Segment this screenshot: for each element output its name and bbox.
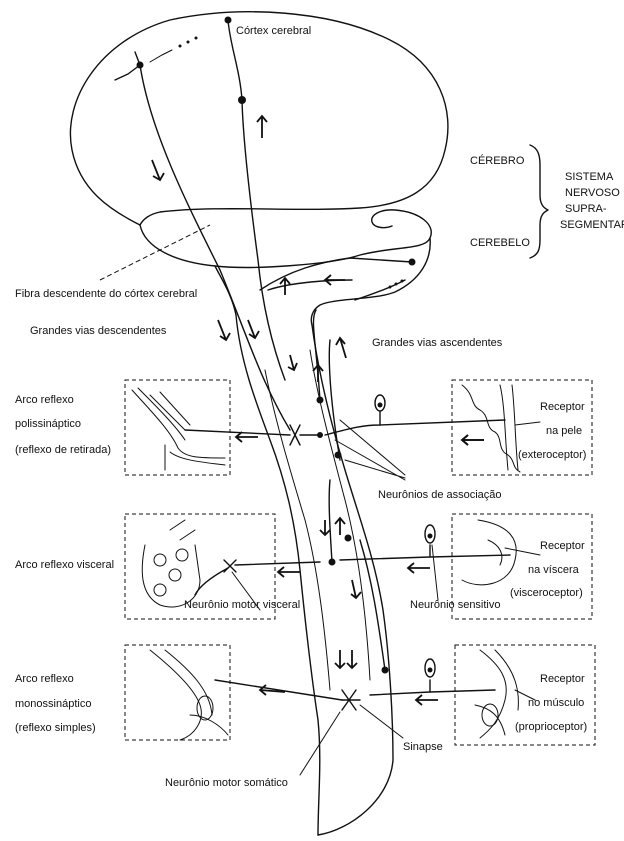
- labels: Córtex cerebral CÉREBRO CEREBELO SISTEMA…: [15, 25, 624, 789]
- label-receptor1-l3: (exteroceptor): [518, 449, 586, 461]
- label-receptor3-l2: no músculo: [528, 697, 584, 709]
- label-motor-visceral: Neurônio motor visceral: [184, 599, 300, 611]
- label-sistema-4: SEGMENTAR: [560, 219, 624, 231]
- label-motor-somatico: Neurônio motor somático: [165, 777, 288, 789]
- label-arco1-l2: polissináptico: [15, 418, 81, 430]
- label-receptor1-l1: Receptor: [540, 401, 585, 413]
- cortex-neuron: [149, 16, 286, 381]
- label-sistema-1: SISTEMA: [565, 171, 614, 183]
- label-receptor2-l1: Receptor: [540, 540, 585, 552]
- label-vias-desc: Grandes vias descendentes: [30, 325, 167, 337]
- label-fibra: Fibra descendente do córtex cerebral: [15, 288, 197, 300]
- label-cerebelo: CEREBELO: [470, 237, 530, 249]
- flow-arrows: [151, 114, 484, 670]
- reflex-arc-3: [124, 644, 596, 746]
- label-vias-asc: Grandes vias ascendentes: [372, 337, 503, 349]
- label-arco3-l1: Arco reflexo: [15, 673, 74, 685]
- brace: [529, 144, 549, 259]
- label-arco1-l3: (reflexo de retirada): [15, 444, 111, 456]
- leader-lines: [99, 224, 541, 776]
- label-receptor3-l1: Receptor: [540, 673, 585, 685]
- label-receptor2-l3: (visceroceptor): [510, 587, 583, 599]
- label-receptor1-l2: na pele: [546, 425, 582, 437]
- label-sistema-2: NERVOSO: [565, 187, 620, 199]
- label-receptor3-l3: (proprioceptor): [515, 721, 587, 733]
- label-assoc: Neurônios de associação: [378, 489, 502, 501]
- label-cortex: Córtex cerebral: [236, 25, 311, 37]
- label-arco1-l1: Arco reflexo: [15, 394, 74, 406]
- label-sinapse: Sinapse: [403, 741, 443, 753]
- reflex-arc-2: [124, 513, 593, 620]
- label-cerebro: CÉREBRO: [470, 154, 525, 167]
- label-sistema-3: SUPRA-: [565, 203, 607, 215]
- label-arco3-l2: monossináptico: [15, 698, 91, 710]
- brain-outline: [69, 11, 449, 836]
- label-arco3-l3: (reflexo simples): [15, 722, 96, 734]
- label-arco2: Arco reflexo visceral: [15, 559, 114, 571]
- descending-fiber: [114, 51, 291, 431]
- label-receptor2-l2: na víscera: [528, 564, 580, 576]
- label-sensitivo: Neurônio sensitivo: [410, 599, 501, 611]
